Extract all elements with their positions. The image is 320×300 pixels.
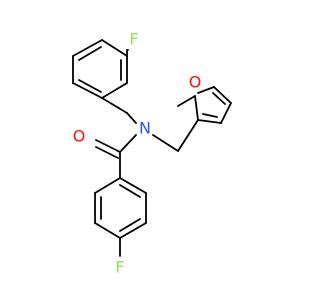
bond-double-inner bbox=[119, 218, 141, 232]
molecule-structure: F O N O F bbox=[72, 30, 232, 277]
bond bbox=[177, 119, 199, 152]
atom-f-bottom: F bbox=[115, 258, 124, 277]
bond-double-inner bbox=[78, 79, 102, 93]
bond bbox=[119, 177, 147, 194]
atom-n-amide: N bbox=[139, 119, 151, 138]
bond-double-inner bbox=[202, 113, 218, 118]
atom-labels: F O N O F bbox=[73, 30, 202, 277]
bond bbox=[72, 82, 103, 99]
bond bbox=[126, 112, 137, 124]
atom-o-carbonyl: O bbox=[73, 127, 86, 146]
bond-double bbox=[95, 146, 119, 159]
bond bbox=[119, 222, 147, 239]
bond bbox=[220, 102, 232, 124]
bond bbox=[213, 86, 232, 104]
bond bbox=[177, 95, 196, 107]
bond bbox=[94, 222, 121, 239]
bond bbox=[197, 119, 222, 124]
bond-double-inner bbox=[119, 184, 141, 198]
bond bbox=[95, 139, 121, 153]
bond bbox=[72, 39, 103, 57]
bond-double-inner bbox=[78, 46, 102, 61]
atom-f-top: F bbox=[129, 30, 138, 49]
atom-o-furan: O bbox=[189, 73, 202, 92]
bond-double-inner bbox=[212, 92, 226, 105]
bond bbox=[101, 97, 128, 114]
bond bbox=[194, 95, 199, 121]
bond bbox=[152, 134, 179, 152]
bond bbox=[101, 82, 128, 99]
bond bbox=[119, 134, 137, 153]
bond bbox=[197, 86, 215, 94]
bond bbox=[94, 177, 121, 194]
bonds bbox=[72, 39, 232, 257]
bond bbox=[101, 39, 128, 57]
